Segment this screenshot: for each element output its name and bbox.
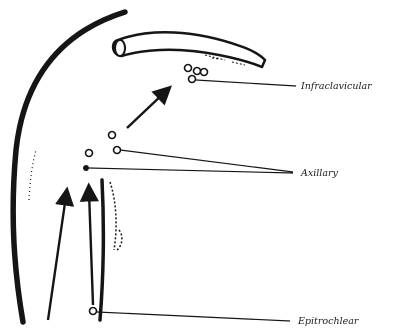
inner-arm-line — [100, 180, 103, 320]
clavicle-end — [115, 40, 125, 56]
axillary-nodes — [83, 132, 121, 172]
chest-wall-shading — [110, 182, 122, 250]
arrow-forearm-to-axilla-left — [48, 196, 66, 320]
arm-outline-shadow — [29, 150, 36, 200]
leader-axillary-upper — [120, 150, 293, 172]
epitrochlear-node — [90, 308, 97, 315]
infraclavicular-nodes — [185, 65, 208, 83]
arrow-axillary-to-infraclavicular — [127, 92, 165, 128]
label-epitrochlear: Epitrochlear — [297, 316, 360, 327]
leader-axillary-lower — [89, 168, 293, 173]
arrow-forearm-to-axilla-right — [89, 192, 93, 305]
arm-outline — [13, 12, 125, 322]
label-axillary: Axillary — [300, 168, 339, 179]
clavicle — [113, 32, 265, 67]
leader-epitrochlear — [97, 312, 290, 321]
leader-infraclavicular — [196, 80, 296, 86]
label-infraclavicular: Infraclavicular — [300, 81, 373, 92]
